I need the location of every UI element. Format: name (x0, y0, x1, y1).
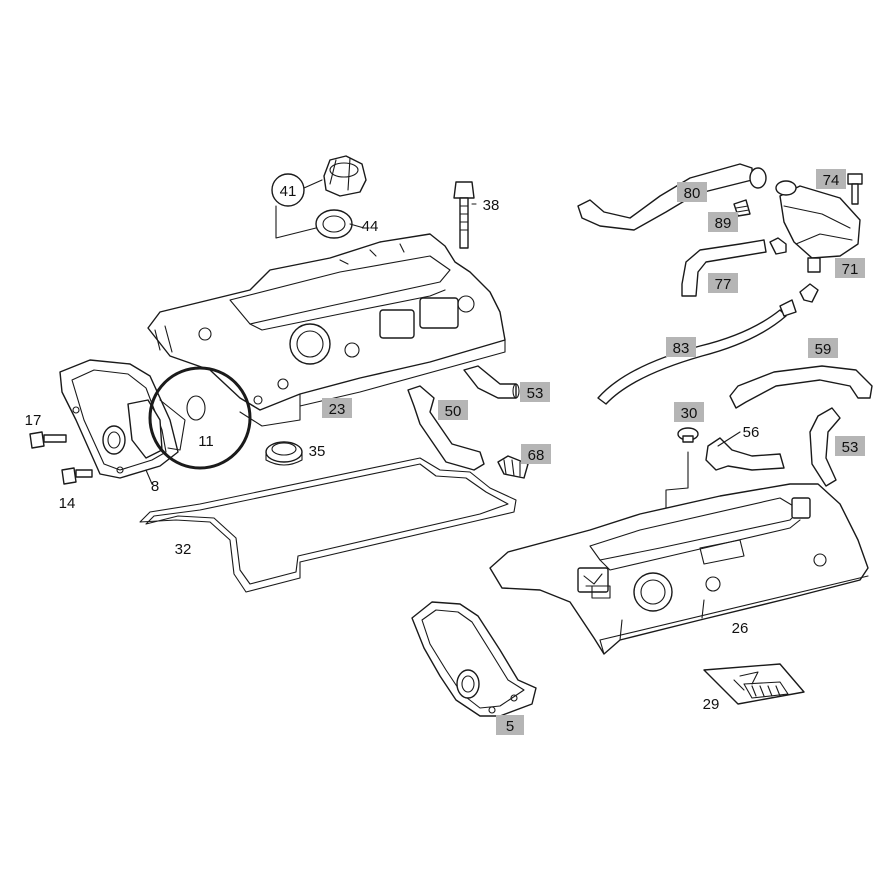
oil-filler-cap-drawing (271, 155, 367, 239)
callout-89: 89 (708, 212, 738, 232)
svg-text:68: 68 (528, 447, 545, 464)
callout-38: 38 (483, 197, 500, 214)
warning-label-29-drawing (703, 663, 805, 705)
svg-text:14: 14 (59, 495, 76, 512)
valve-cover-26-drawing (489, 483, 869, 655)
callout-53-right: 53 (835, 436, 865, 456)
seal-35-drawing (265, 441, 303, 466)
svg-text:77: 77 (715, 276, 732, 293)
bolts-17-14-drawing (29, 431, 93, 485)
svg-text:53: 53 (527, 385, 544, 402)
svg-text:56: 56 (743, 424, 760, 441)
leader-lines (145, 203, 741, 485)
callout-80: 80 (677, 182, 707, 202)
valve-cover-23-drawing (147, 233, 506, 427)
hoses-50-53-68-drawing (407, 365, 529, 479)
callout-14: 14 (59, 495, 76, 512)
callout-29: 29 (703, 696, 720, 713)
svg-text:8: 8 (151, 478, 159, 495)
svg-text:89: 89 (715, 215, 732, 232)
svg-text:83: 83 (673, 340, 690, 357)
svg-text:23: 23 (329, 401, 346, 418)
svg-text:74: 74 (823, 172, 840, 189)
gasket-32-drawing (139, 457, 517, 593)
callout-11: 11 (198, 433, 214, 450)
callout-8: 8 (151, 478, 159, 495)
callout-68: 68 (521, 444, 551, 464)
breather-hoses-drawing (577, 163, 873, 511)
callout-59: 59 (808, 338, 838, 358)
callout-30: 30 (674, 402, 704, 422)
svg-text:59: 59 (815, 341, 832, 358)
callout-83: 83 (666, 337, 696, 357)
end-cover-5-drawing (411, 601, 537, 717)
svg-text:32: 32 (175, 541, 192, 558)
svg-text:5: 5 (506, 718, 514, 735)
svg-text:11: 11 (198, 433, 214, 450)
end-cover-8-drawing (59, 359, 252, 479)
svg-text:30: 30 (681, 405, 698, 422)
bolt-38-drawing (453, 181, 475, 249)
svg-text:50: 50 (445, 403, 462, 420)
callout-41: 41 (280, 183, 297, 200)
callout-32: 32 (175, 541, 192, 558)
svg-text:35: 35 (309, 443, 326, 460)
callout-labels: 41 44 38 80 74 89 71 77 83 (25, 169, 865, 735)
svg-text:17: 17 (25, 412, 42, 429)
callout-50: 50 (438, 400, 468, 420)
svg-text:71: 71 (842, 261, 859, 278)
svg-text:80: 80 (684, 185, 701, 202)
callout-77: 77 (708, 273, 738, 293)
callout-35: 35 (309, 443, 326, 460)
svg-text:44: 44 (362, 218, 379, 235)
callout-71: 71 (835, 258, 865, 278)
svg-text:38: 38 (483, 197, 500, 214)
callout-74: 74 (816, 169, 846, 189)
callout-17: 17 (25, 412, 42, 429)
callout-23: 23 (322, 398, 352, 418)
svg-text:53: 53 (842, 439, 859, 456)
callout-5: 5 (496, 715, 524, 735)
callout-44: 44 (362, 218, 379, 235)
svg-text:41: 41 (280, 183, 297, 200)
callout-56: 56 (743, 424, 760, 441)
svg-text:29: 29 (703, 696, 720, 713)
callout-26: 26 (732, 620, 749, 637)
svg-text:26: 26 (732, 620, 749, 637)
callout-53-left: 53 (520, 382, 550, 402)
